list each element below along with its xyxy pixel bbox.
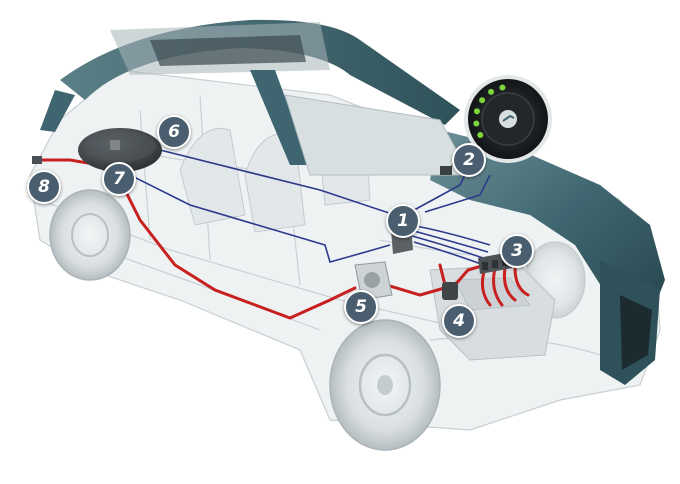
front-wheel (329, 319, 441, 451)
filler-valve (32, 156, 42, 164)
marker-4[interactable]: 4 (442, 304, 476, 338)
switch-led (473, 120, 480, 127)
rear-wheel (49, 189, 131, 281)
marker-7[interactable]: 7 (102, 162, 136, 196)
marker-3[interactable]: 3 (500, 234, 534, 268)
marker-6[interactable]: 6 (157, 115, 191, 149)
gas-line (38, 158, 530, 320)
marker-1[interactable]: 1 (386, 204, 420, 238)
gas-filter (442, 282, 458, 300)
switch-led (477, 132, 484, 138)
switch-mount (440, 166, 452, 175)
switch-led (499, 84, 506, 91)
switch-led (479, 97, 486, 104)
switch-led (488, 88, 495, 95)
lpg-tank (78, 128, 162, 172)
car-hood (430, 130, 665, 385)
marker-5[interactable]: 5 (344, 290, 378, 324)
marker-8[interactable]: 8 (27, 170, 61, 204)
fuel-switch (464, 75, 552, 163)
switch-leds (473, 84, 506, 138)
switch-led (473, 108, 480, 115)
car-roof (40, 19, 460, 165)
marker-2[interactable]: 2 (452, 143, 486, 177)
